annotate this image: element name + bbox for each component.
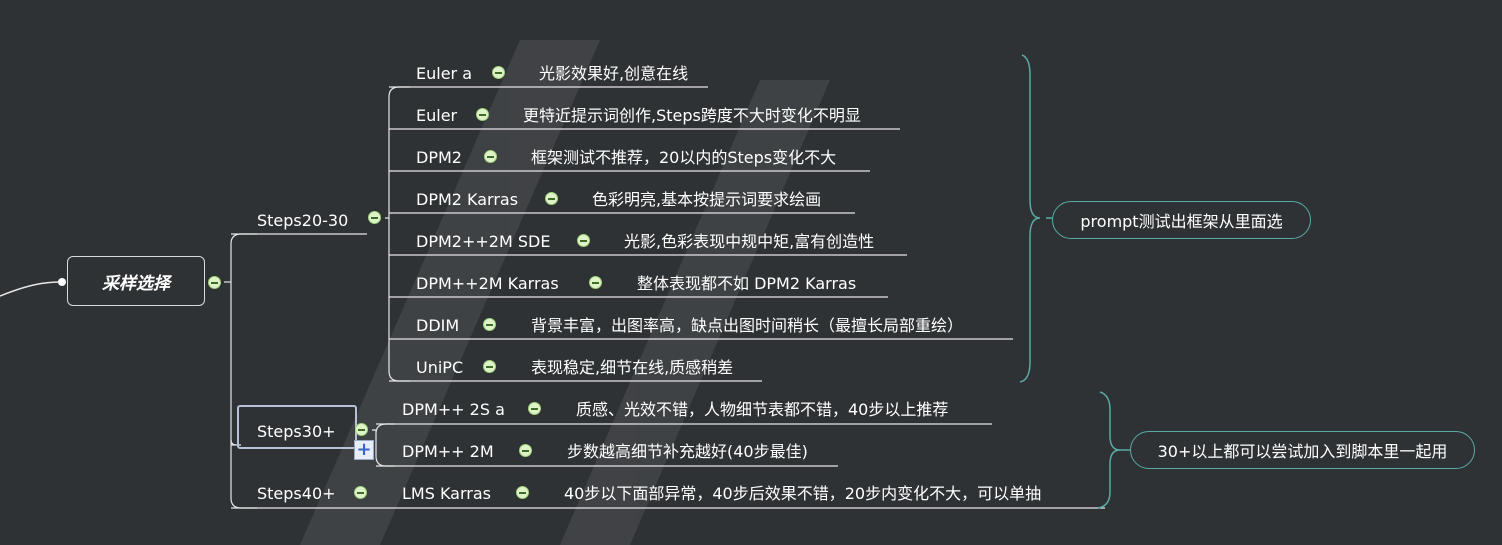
branch-steps30-plus[interactable]: Steps30+	[257, 422, 336, 441]
desc-dpm2[interactable]: 框架测试不推荐，20以内的Steps变化不大	[531, 148, 837, 167]
collapse-minus-icon[interactable]	[516, 486, 529, 499]
sampler-ddim[interactable]: DDIM	[416, 316, 460, 335]
sampler-dpm2-karras[interactable]: DPM2 Karras	[416, 190, 519, 209]
desc-ddim[interactable]: 背景丰富，出图率高，缺点出图时间稍长（最擅长局部重绘）	[531, 316, 964, 335]
sampler-dpmpp-2m-karras[interactable]: DPM++2M Karras	[416, 274, 559, 293]
collapse-minus-icon[interactable]	[476, 108, 489, 121]
collapse-minus-icon[interactable]	[589, 276, 602, 289]
collapse-minus-icon[interactable]	[208, 276, 221, 289]
branch-connector	[230, 233, 257, 509]
desc-dpmpp-2m-karras[interactable]: 整体表现都不如 DPM2 Karras	[637, 274, 857, 293]
sampler-dpmpp-2m[interactable]: DPM++ 2M	[402, 442, 494, 461]
collapse-minus-icon[interactable]	[545, 192, 558, 205]
collapse-minus-icon[interactable]	[354, 486, 367, 499]
desc-dpm2pp-2m-sde[interactable]: 光影,色彩表现中规中矩,富有创造性	[624, 232, 875, 251]
collapse-minus-icon[interactable]	[519, 444, 532, 457]
collapse-minus-icon[interactable]	[528, 402, 541, 415]
collapse-minus-icon[interactable]	[577, 234, 590, 247]
sampler-unipc[interactable]: UniPC	[416, 358, 464, 377]
expand-plus-icon[interactable]: +	[354, 440, 374, 460]
summary-steps20-30[interactable]: prompt测试出框架从里面选	[1052, 201, 1311, 239]
watermark	[300, 40, 830, 545]
desc-dpmpp-2m[interactable]: 步数越高细节补充越好(40步最佳)	[567, 442, 808, 461]
desc-euler-a[interactable]: 光影效果好,创意在线	[539, 64, 689, 83]
root-node[interactable]: 采样选择	[67, 256, 205, 306]
branch-steps40-plus[interactable]: Steps40+	[257, 484, 336, 503]
summary-steps30-plus[interactable]: 30+以上都可以尝试加入到脚本里一起用	[1130, 431, 1475, 469]
brace-steps30-plus	[1097, 391, 1121, 509]
collapse-minus-icon[interactable]	[484, 150, 497, 163]
sampler-euler[interactable]: Euler	[416, 106, 458, 125]
collapse-minus-icon[interactable]	[483, 360, 496, 373]
root-label: 采样选择	[102, 273, 170, 294]
sampler-dpm2pp-2m-sde[interactable]: DPM2++2M SDE	[416, 232, 551, 251]
desc-dpm2-karras[interactable]: 色彩明亮,基本按提示词要求绘画	[592, 190, 822, 209]
collapse-minus-icon[interactable]	[355, 423, 368, 436]
sampler-dpmpp-2s-a[interactable]: DPM++ 2S a	[402, 400, 505, 419]
sampler-lms-karras[interactable]: LMS Karras	[402, 484, 491, 503]
collapse-minus-icon[interactable]	[368, 211, 381, 224]
parent-connector	[0, 281, 63, 297]
branch-steps20-30[interactable]: Steps20-30	[257, 211, 349, 230]
desc-unipc[interactable]: 表现稳定,细节在线,质感稍差	[531, 358, 734, 377]
desc-lms-karras[interactable]: 40步以下面部异常，40步后效果不错，20步内变化不大，可以单抽	[564, 484, 1042, 503]
child-underlines	[389, 86, 1013, 382]
collapse-minus-icon[interactable]	[492, 66, 505, 79]
sampler-dpm2[interactable]: DPM2	[416, 148, 462, 167]
brace-steps20-30	[1019, 54, 1041, 383]
desc-euler[interactable]: 更特近提示词创作,Steps跨度不大时变化不明显	[523, 106, 861, 125]
collapse-minus-icon[interactable]	[483, 318, 496, 331]
desc-dpmpp-2s-a[interactable]: 质感、光效不错，人物细节表都不错，40步以上推荐	[576, 400, 949, 419]
sampler-euler-a[interactable]: Euler a	[416, 64, 473, 83]
connector-dot	[58, 278, 66, 286]
